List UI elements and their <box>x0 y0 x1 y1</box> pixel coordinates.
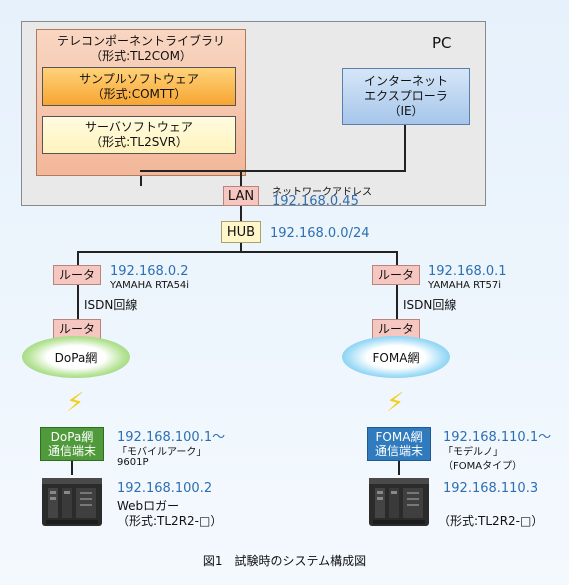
connector-hub-down <box>240 243 242 252</box>
left-logger-model: （形式:TL2R2-□） <box>117 514 223 528</box>
dopa-terminal-line2: 通信端末 <box>47 444 96 458</box>
foma-terminal-ip: 192.168.110.1～ <box>443 430 552 445</box>
left-isdn-line <box>77 285 79 319</box>
right-router-ip: 192.168.0.1 <box>428 264 507 279</box>
foma-network-label: FOMA網 <box>372 350 420 365</box>
left-isdn-label: ISDN回線 <box>84 298 138 312</box>
foma-network-cloud: FOMA網 <box>342 336 450 378</box>
right-isdn-line <box>396 285 398 319</box>
right-logger-ip: 192.168.110.3 <box>443 481 539 496</box>
pc-label: PC <box>432 34 452 52</box>
server-software-block: サーバソフトウェア （形式:TL2SVR） <box>42 116 236 154</box>
ie-name-line1: インターネット <box>363 74 448 88</box>
right-isdn-label: ISDN回線 <box>403 298 457 312</box>
connector-lan-hub <box>240 206 242 221</box>
left-terminal-logger-link <box>71 461 73 475</box>
sample-software-model: （形式:COMTT） <box>91 86 187 101</box>
foma-terminal-name: 「モデルノ」 <box>443 447 503 458</box>
right-terminal-logger-link <box>398 461 400 475</box>
dopa-terminal-name: 「モバイルアーク」 <box>117 447 207 458</box>
ie-name-line3: （IE） <box>388 104 424 118</box>
foma-terminal: FOMA網 通信端末 <box>367 427 431 461</box>
library-name: テレコンポーネントライブラリ <box>56 34 225 48</box>
hub-address: 192.168.0.0/24 <box>270 226 370 241</box>
hub: HUB <box>221 221 261 243</box>
server-software-model: （形式:TL2SVR） <box>90 135 188 149</box>
left-wireless-bolt-icon: ⚡ <box>66 388 85 418</box>
connector-right-branch <box>396 251 398 265</box>
connector-left-branch <box>77 251 79 265</box>
sample-software-block: サンプルソフトウェア （形式:COMTT） <box>42 67 236 106</box>
foma-terminal-line1: FOMA網 <box>375 430 423 444</box>
right-logger-device-icon <box>369 478 429 526</box>
left-logger-device-icon <box>42 478 102 526</box>
right-router-top: ルータ <box>372 265 420 285</box>
dopa-terminal: DoPa網 通信端末 <box>40 427 104 461</box>
foma-terminal-model: （FOMAタイプ） <box>443 461 523 472</box>
connector-library-lan <box>140 176 142 186</box>
right-logger-model: （形式:TL2R2-□） <box>438 514 544 528</box>
left-logger-name: Webロガー <box>117 499 180 513</box>
connector-ie-down <box>404 125 406 172</box>
lan-caption: ネットワークアドレス <box>272 187 372 198</box>
library-model: （形式:TL2COM） <box>90 49 192 63</box>
left-router-top: ルータ <box>53 265 101 285</box>
dopa-terminal-line1: DoPa網 <box>50 430 94 444</box>
left-router-model: YAMAHA RTA54i <box>110 280 190 291</box>
left-router-ip: 192.168.0.2 <box>110 264 189 279</box>
ie-name-line2: エクスプローラ <box>364 89 448 103</box>
left-logger-ip: 192.168.100.2 <box>117 481 213 496</box>
foma-terminal-line2: 通信端末 <box>374 444 423 458</box>
connector-bus-lan <box>240 170 242 186</box>
connector-pc-bus <box>140 170 405 172</box>
lan-port: LAN <box>223 186 259 206</box>
server-software-name: サーバソフトウェア <box>85 120 193 134</box>
dopa-network-cloud: DoPa網 <box>22 336 130 378</box>
dopa-terminal-ip: 192.168.100.1～ <box>117 430 226 445</box>
right-router-model: YAMAHA RT57i <box>428 280 502 291</box>
dopa-terminal-model: 9601P <box>117 457 149 468</box>
figure-caption: 図1 試験時のシステム構成図 <box>202 554 367 568</box>
dopa-network-label: DoPa網 <box>54 350 98 365</box>
lan-address: 192.168.0.45 <box>272 194 359 209</box>
right-wireless-bolt-icon: ⚡ <box>386 388 405 418</box>
sample-software-name: サンプルソフトウェア <box>79 71 199 86</box>
connector-hub-branch <box>77 251 397 253</box>
internet-explorer-block: インターネット エクスプローラ （IE） <box>342 68 470 125</box>
